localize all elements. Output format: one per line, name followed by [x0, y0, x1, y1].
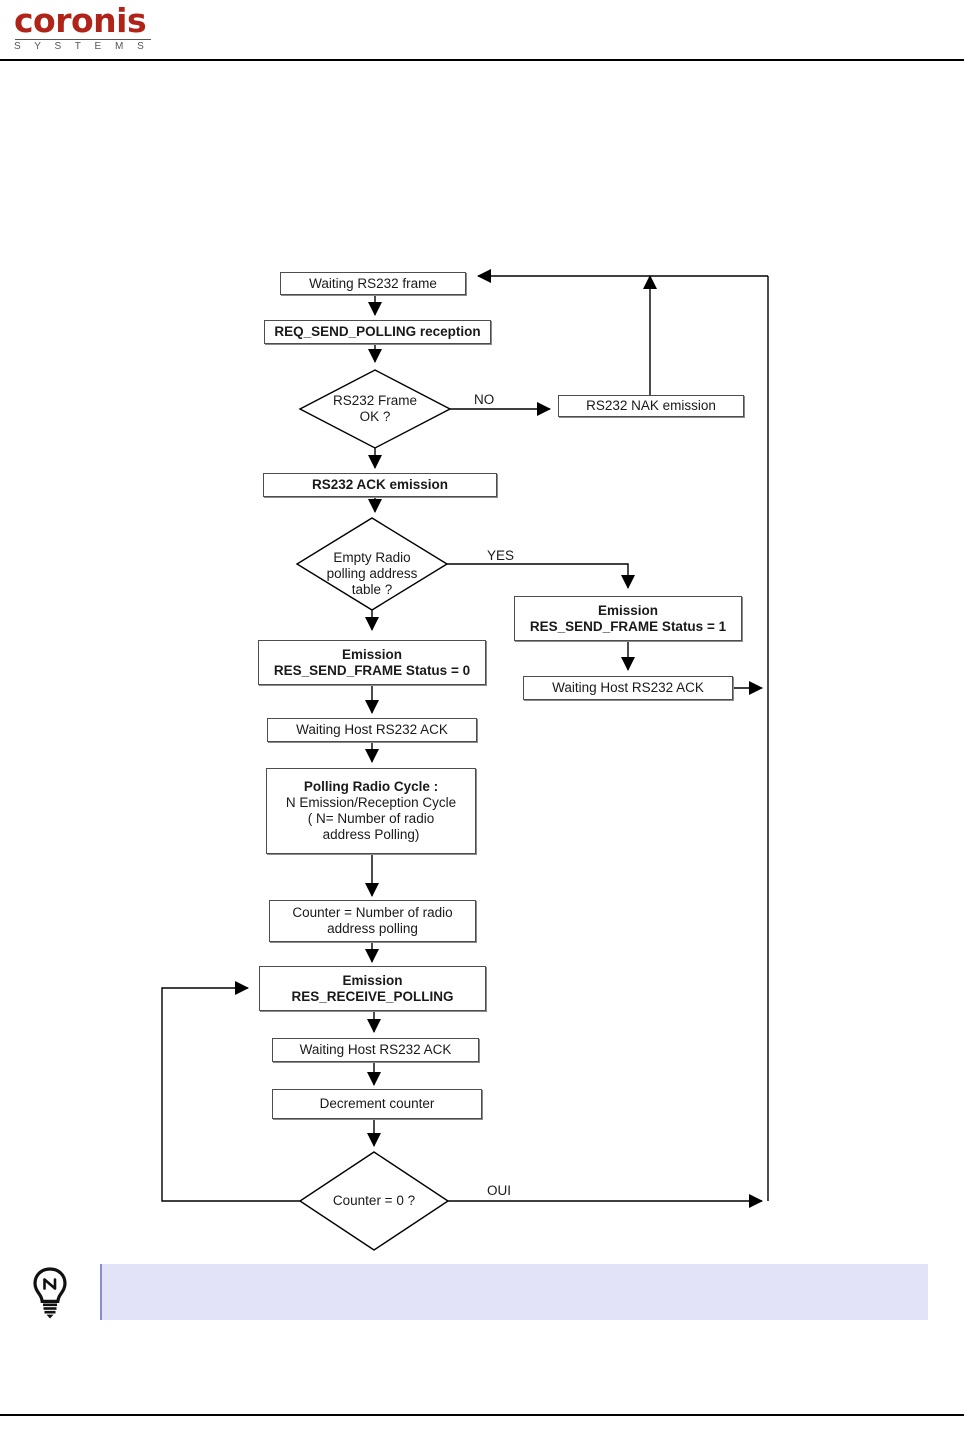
- node-line: address polling: [327, 921, 418, 936]
- node-line: Polling Radio Cycle :: [303, 779, 439, 794]
- node-line: REQ_SEND_POLLING reception: [274, 324, 481, 339]
- lightbulb-icon: [28, 1264, 72, 1320]
- node-line: Counter = 0 ?: [332, 1193, 416, 1208]
- node-emission-res-send-frame-status-0[interactable]: Emission RES_SEND_FRAME Status = 0: [258, 640, 486, 685]
- node-polling-radio-cycle[interactable]: Polling Radio Cycle : N Emission/Recepti…: [266, 768, 476, 854]
- node-line: RS232 NAK emission: [586, 398, 716, 413]
- edge-label-no: NO: [474, 392, 495, 407]
- coronis-logo: coronis S Y S T E M S: [14, 4, 164, 53]
- node-waiting-rs232-frame[interactable]: Waiting RS232 frame: [280, 272, 466, 295]
- node-line: address Polling): [322, 827, 420, 842]
- node-line: Emission: [597, 602, 659, 618]
- node-counter-equals-zero[interactable]: Counter = 0 ?: [300, 1191, 448, 1211]
- node-line: Waiting Host RS232 ACK: [296, 722, 448, 737]
- footer-divider: [0, 1414, 964, 1416]
- node-line: Emission: [342, 972, 403, 988]
- node-rs232-ack-emission[interactable]: RS232 ACK emission: [263, 473, 497, 497]
- logo-tagline: S Y S T E M S: [14, 41, 150, 52]
- node-line: Waiting Host RS232 ACK: [299, 1042, 452, 1057]
- node-line: Counter = Number of radio: [292, 905, 453, 920]
- edge-label-oui: OUI: [487, 1183, 512, 1198]
- node-line: RES_SEND_FRAME Status = 0: [273, 662, 471, 678]
- logo-wordmark: coronis: [14, 1, 147, 40]
- node-line: Emission: [341, 646, 403, 662]
- node-waiting-host-rs232-ack-right[interactable]: Waiting Host RS232 ACK: [523, 676, 733, 700]
- node-line: Decrement counter: [319, 1096, 435, 1111]
- logo-divider: [15, 39, 151, 40]
- note-callout: [28, 1262, 928, 1324]
- node-line: RES_SEND_FRAME Status = 1: [529, 618, 727, 634]
- node-counter-equals-number-of-radio-address-polling[interactable]: Counter = Number of radio address pollin…: [269, 900, 476, 942]
- header-divider: [0, 59, 964, 61]
- node-line: RES_RECEIVE_POLLING: [291, 988, 454, 1004]
- node-line: table ?: [351, 582, 393, 597]
- node-line: polling address: [326, 566, 418, 581]
- decision-counter-zero-shape: [298, 1151, 450, 1251]
- node-line: N Emission/Reception Cycle: [285, 795, 457, 810]
- node-empty-radio-polling-address-table[interactable]: Empty Radio polling address table ?: [287, 548, 457, 600]
- node-line: Empty Radio: [333, 550, 411, 565]
- node-line: Waiting Host RS232 ACK: [552, 680, 704, 695]
- node-rs232-frame-ok[interactable]: RS232 Frame OK ?: [300, 386, 450, 432]
- node-line: OK ?: [359, 409, 391, 424]
- node-emission-res-receive-polling[interactable]: Emission RES_RECEIVE_POLLING: [259, 966, 486, 1011]
- node-line: ( N= Number of radio: [307, 811, 435, 826]
- node-waiting-host-rs232-ack-bottom[interactable]: Waiting Host RS232 ACK: [272, 1038, 479, 1062]
- node-line: RS232 Frame: [332, 393, 418, 408]
- node-line: Waiting RS232 frame: [309, 275, 437, 291]
- node-waiting-host-rs232-ack-mid[interactable]: Waiting Host RS232 ACK: [267, 718, 477, 742]
- edge-label-yes: YES: [487, 548, 515, 563]
- node-req-send-polling-reception[interactable]: REQ_SEND_POLLING reception: [264, 320, 491, 344]
- node-rs232-nak-emission[interactable]: RS232 NAK emission: [558, 395, 744, 417]
- node-decrement-counter[interactable]: Decrement counter: [272, 1089, 482, 1119]
- node-emission-res-send-frame-status-1[interactable]: Emission RES_SEND_FRAME Status = 1: [514, 596, 742, 641]
- node-line: RS232 ACK emission: [311, 477, 449, 492]
- note-text: [100, 1264, 928, 1320]
- page-header: coronis S Y S T E M S: [0, 0, 964, 62]
